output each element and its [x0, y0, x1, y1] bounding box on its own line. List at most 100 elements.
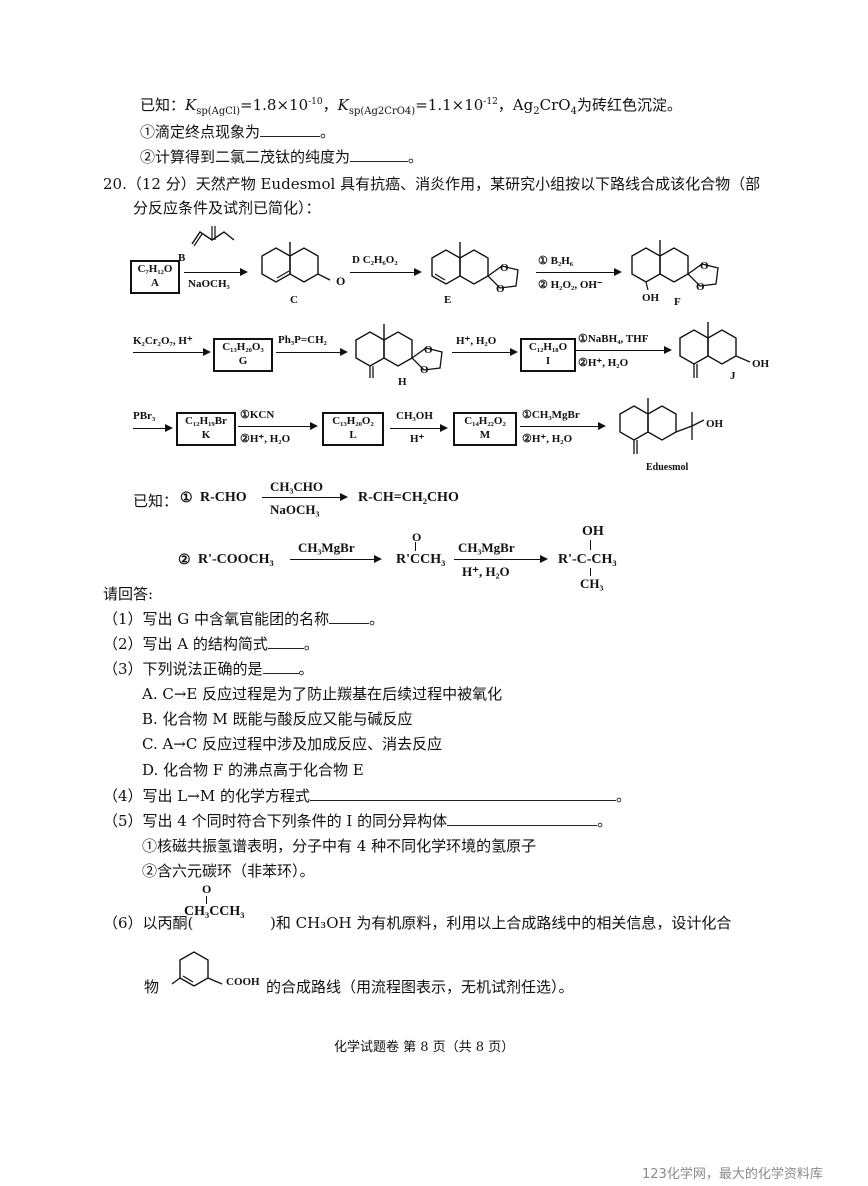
arrow-J-K: [133, 424, 173, 432]
known-r2-num: ②: [178, 553, 191, 568]
structure-eudesmol: [619, 398, 705, 454]
cond-naoch3: NaOCH₃: [188, 278, 230, 290]
questions-intro: 请回答:: [103, 585, 154, 603]
cond-ch3mgbr: ①CH₃MgBr: [522, 409, 580, 421]
cond-k2cr2o7: K₂Cr₂O₇, H⁺: [133, 335, 193, 347]
period: 。: [320, 123, 336, 141]
ch3-bond: [590, 568, 592, 576]
known-r1-top: CH₃CHO: [270, 479, 324, 494]
label-eudesmol: Eduesmol: [646, 462, 689, 473]
question-2: （2）写出 A 的结构简式。: [103, 633, 319, 654]
ksp-sub-2: sp(Ag2CrO4): [348, 106, 416, 117]
acetone-formula: CH₃CCH₃: [184, 904, 245, 919]
period: 。: [298, 660, 314, 678]
purity-text: ②计算得到二氯二茂钛的纯度为: [140, 148, 351, 166]
ag2cro4-sub: 2: [533, 106, 540, 117]
label-L: L: [349, 429, 357, 441]
known-r2-top: CH₃MgBr: [298, 540, 355, 555]
carbonyl-O: O: [336, 274, 346, 288]
cond-h2o2: ② H₂O₂, OH⁻: [538, 279, 603, 291]
question-6-b: )和 CH₃OH 为有机原料，利用以上合成路线中的相关信息，设计化合: [270, 914, 732, 932]
label-F: F: [674, 296, 681, 308]
dioxolane-O5: O: [424, 344, 433, 356]
label-A: A: [151, 277, 159, 289]
carbonyl-bond: [415, 542, 417, 551]
cond-wittig: Ph₃P=CH₂: [278, 334, 327, 346]
structure-H: [355, 324, 443, 378]
q4-text: （4）写出 L→M 的化学方程式: [103, 787, 310, 805]
cond-D: D C₂H₆O₂: [352, 254, 398, 266]
cond-h-h2o: H⁺, H₂O: [456, 335, 497, 347]
known-r2-bottom2: H⁺, H₂O: [462, 564, 510, 579]
dioxolane-O3: O: [700, 260, 709, 272]
compound-K-box: C₁₂H₁₉Br K: [176, 412, 236, 446]
question-3: （3）下列说法正确的是 。: [103, 658, 314, 679]
known-r2-right-oh: OH: [582, 524, 604, 539]
ag2cro4-sub2: 4: [570, 106, 577, 117]
question-5: （5）写出 4 个同时符合下列条件的 I 的同分异构体 。: [103, 810, 612, 831]
period: 。: [597, 812, 613, 830]
endpoint-text: ①滴定终点现象为: [140, 123, 261, 141]
formula-G: C₁₃H₂₀O₃: [222, 341, 264, 353]
compound-G-box: C₁₃H₂₀O₃ G: [213, 338, 273, 372]
answer-blank[interactable]: [309, 786, 616, 801]
question-4: （4）写出 L→M 的化学方程式 。: [103, 785, 631, 806]
compound-L-box: C₁₃H₂₀O₂ L: [322, 412, 384, 446]
cond-b2h6: ① B₂H₆: [538, 255, 574, 267]
period: 。: [369, 610, 385, 628]
dioxolane-O1: O: [500, 262, 509, 274]
answer-blank[interactable]: [260, 122, 321, 137]
ksp-exp-2: -12: [483, 97, 498, 107]
structure-B: [191, 226, 235, 247]
condition-1: ①核磁共振氢谱表明，分子中有 4 种不同化学环境的氢原子: [142, 837, 537, 855]
cond-pbr3: PBr₃: [133, 410, 156, 422]
q3-text: （3）下列说法正确的是: [103, 660, 263, 678]
hydroxyl-eudesmol: OH: [706, 418, 724, 430]
answer-blank[interactable]: [350, 147, 409, 162]
hydroxyl-F: OH: [642, 292, 660, 304]
ksp-value-2: =1.1×10: [415, 96, 484, 114]
formula-I: C₁₂H₁₈O: [528, 341, 568, 353]
compound-M-box: C₁₄H₂₂O₂ M: [453, 412, 517, 446]
known-r1-right: R-CH=CH₂CHO: [358, 490, 459, 505]
arrow-A-C: [184, 268, 248, 276]
known-r2-arrow2: [454, 555, 548, 563]
period: 。: [615, 787, 631, 805]
option-c: C. A→C 反应过程中涉及加成反应、消去反应: [142, 735, 443, 753]
compound-I-box: C₁₂H₁₈O I: [520, 338, 576, 372]
arrow-F-G: [133, 348, 211, 356]
acetone-bond: [206, 896, 208, 904]
known-r1-left: R-CHO: [200, 490, 247, 505]
period: 。: [303, 635, 319, 653]
answer-blank[interactable]: [329, 609, 370, 624]
label-H: H: [398, 376, 407, 388]
arrow-H-I: [452, 348, 518, 356]
hydroxyl-J: OH: [752, 358, 770, 370]
ksp-exp: -10: [308, 97, 323, 107]
known-r2-mid: R'CCH₃: [396, 552, 446, 567]
question-1: （1）写出 G 中含氧官能团的名称 。: [103, 608, 384, 629]
dioxolane-O4: O: [696, 281, 705, 293]
cond-h-h2o-2: ②H⁺, H₂O: [578, 357, 629, 369]
q1-text: （1）写出 G 中含氧官能团的名称: [103, 610, 330, 628]
option-a: A. C→E 反应过程是为了防止羰基在后续过程中被氧化: [142, 685, 503, 703]
label-C: C: [290, 294, 298, 306]
q5-text: （5）写出 4 个同时符合下列条件的 I 的同分异构体: [103, 812, 448, 830]
ksp-known-line: 已知：Ksp(AgCl)=1.8×10-10，Ksp(Ag2CrO4)=1.1×…: [140, 94, 682, 117]
watermark: 123化学网，最大的化学资料库: [642, 1167, 823, 1182]
formula-K: C₁₂H₁₉Br: [185, 415, 227, 427]
separator: ，: [322, 96, 338, 114]
cond-h-h2o-4: ②H⁺, H₂O: [522, 433, 573, 445]
known-prefix: 已知：: [140, 96, 186, 114]
known-r1-bottom: NaOCH₃: [270, 502, 320, 517]
answer-blank[interactable]: [447, 811, 598, 826]
cond-kcn: ①KCN: [240, 409, 275, 421]
answer-blank[interactable]: [262, 659, 299, 674]
formula-A: C₇H₁₂O: [137, 263, 173, 275]
ksp-symbol-2: K: [337, 96, 349, 114]
answer-blank[interactable]: [267, 634, 304, 649]
arrow-M-Eudesmol: [520, 422, 606, 430]
cond-hplus: H⁺: [410, 433, 425, 445]
known-prefix-2: 已知：: [133, 492, 179, 510]
structure-C: [261, 242, 331, 283]
